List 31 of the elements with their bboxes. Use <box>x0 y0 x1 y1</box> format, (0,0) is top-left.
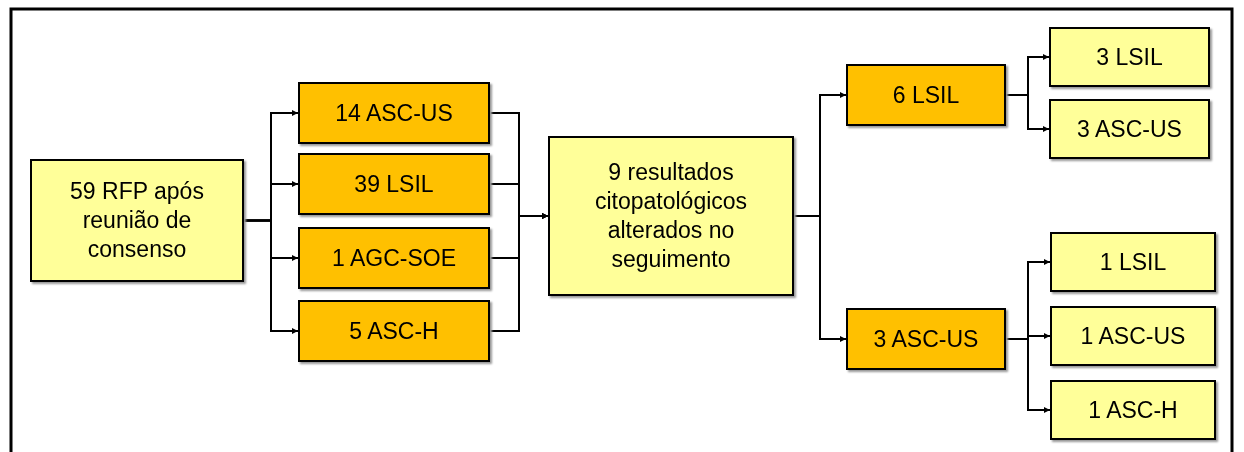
node-label: 3 ASC-US <box>1076 114 1183 144</box>
node-label: 3 LSIL <box>1095 42 1164 72</box>
arrow <box>1005 338 1051 413</box>
process-box <box>846 308 1006 370</box>
process-box <box>548 136 794 296</box>
node-label: 1 AGC-SOE <box>331 243 457 273</box>
node-label: 5 ASC-H <box>348 316 440 346</box>
node-label: 1 ASC-US <box>1079 321 1187 351</box>
process-box <box>298 153 490 215</box>
process-box <box>846 64 1006 126</box>
arrow <box>489 213 549 332</box>
node-label: 6 LSIL <box>891 80 961 110</box>
process-box <box>30 159 244 282</box>
arrow <box>1005 94 1050 132</box>
process-box <box>298 227 490 289</box>
arrow <box>793 215 847 342</box>
process-box <box>1049 27 1210 87</box>
node-label: 9 resultados citopatológicos alterados no seguimento <box>593 158 749 274</box>
node-label: 14 ASC-US <box>334 98 454 128</box>
node-label: 1 ASC-H <box>1087 395 1179 425</box>
process-box <box>298 82 490 144</box>
node-label: 39 LSIL <box>353 169 435 199</box>
process-box <box>1050 306 1216 366</box>
process-box <box>1050 232 1216 292</box>
node-label: 3 ASC-US <box>872 324 980 354</box>
node-label: 1 LSIL <box>1098 247 1168 277</box>
process-box <box>1049 99 1210 159</box>
process-box <box>298 300 490 362</box>
process-box <box>1050 380 1216 440</box>
node-label: 59 RFP após reunião de consenso <box>69 177 205 264</box>
arrow <box>243 219 299 334</box>
